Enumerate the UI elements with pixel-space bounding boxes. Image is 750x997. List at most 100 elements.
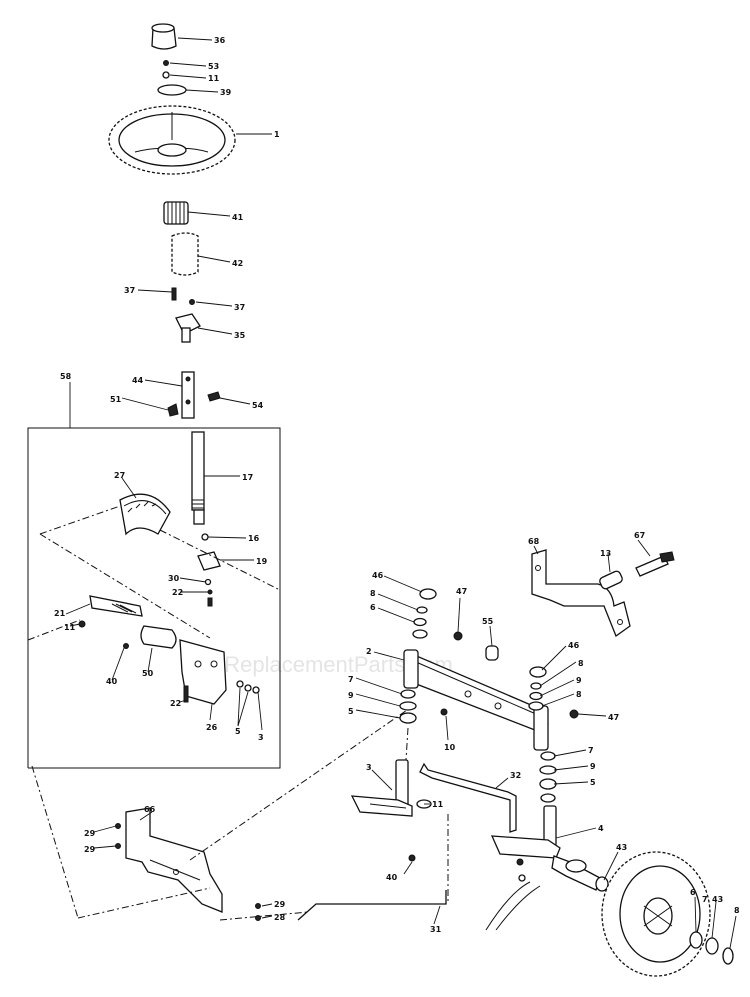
label-4: 4 <box>598 824 604 833</box>
label-58: 58 <box>60 372 72 381</box>
label-13: 13 <box>600 549 611 558</box>
label-53: 53 <box>208 62 219 71</box>
front-wheel-part <box>601 851 734 977</box>
steering-bracket-part <box>179 639 260 705</box>
label-10: 10 <box>444 743 456 752</box>
dash-line-c <box>159 529 281 591</box>
bolt-part <box>440 708 448 716</box>
label-19: 19 <box>256 557 268 566</box>
bolt-part <box>635 555 669 577</box>
label-27: 27 <box>114 471 125 480</box>
drag-link-part <box>297 890 447 921</box>
label-66: 66 <box>144 805 156 814</box>
dash-line-d <box>27 619 81 641</box>
label-7: 7 <box>702 895 708 904</box>
label-2: 2 <box>366 647 372 656</box>
label-26: 26 <box>206 723 218 732</box>
steering-adapter-part <box>171 287 201 343</box>
label-37: 37 <box>234 303 245 312</box>
nut-part <box>453 631 463 641</box>
label-6: 6 <box>690 888 696 897</box>
label-39: 39 <box>220 88 232 97</box>
nut-part <box>163 60 169 66</box>
label-42: 42 <box>232 259 243 268</box>
label-7: 7 <box>588 746 594 755</box>
washer-part <box>416 606 428 614</box>
front-axle-part <box>403 649 549 751</box>
steering-cap <box>151 23 177 50</box>
label-32: 32 <box>510 771 521 780</box>
spacer-part <box>599 570 623 590</box>
bolt-head-part <box>659 551 675 563</box>
rack-mount-part <box>78 595 177 649</box>
label-41: 41 <box>232 213 244 222</box>
label-8: 8 <box>370 589 376 598</box>
steering-box-frame-left <box>27 427 72 768</box>
steering-arm-line <box>485 881 531 931</box>
steering-arm-line <box>495 885 541 931</box>
label-40: 40 <box>386 873 398 882</box>
steering-shaft-sleeve <box>171 232 199 276</box>
washer-part <box>400 689 416 699</box>
spacer-part <box>485 645 499 661</box>
label-43: 43 <box>712 895 723 904</box>
left-spindle-part <box>350 759 432 862</box>
steering-column-shaft <box>167 371 221 419</box>
tie-rod-part <box>419 762 517 833</box>
bushing-part <box>399 712 417 724</box>
steering-wheel <box>108 105 236 175</box>
label-40: 40 <box>106 677 118 686</box>
label-8: 8 <box>734 906 740 915</box>
label-37: 37 <box>124 286 135 295</box>
label-21: 21 <box>54 609 66 618</box>
washer-large-part <box>157 84 187 96</box>
washer-part <box>399 701 417 711</box>
label-11: 11 <box>64 623 76 632</box>
sector-gear-part <box>119 493 171 536</box>
label-51: 51 <box>110 395 122 404</box>
label-17: 17 <box>242 473 253 482</box>
label-8: 8 <box>576 690 582 699</box>
washer-part <box>540 793 556 803</box>
nut-part <box>569 709 579 719</box>
label-5: 5 <box>235 727 241 736</box>
label-9: 9 <box>590 762 596 771</box>
cap-part <box>419 588 437 600</box>
washer-part <box>540 751 556 761</box>
label-29: 29 <box>274 900 286 909</box>
dash-line-g <box>189 707 411 861</box>
label-8: 8 <box>578 659 584 668</box>
label-7: 7 <box>348 675 354 684</box>
label-22: 22 <box>172 588 183 597</box>
bushing-part <box>412 629 428 639</box>
steering-gear-part <box>163 201 189 225</box>
label-50: 50 <box>142 669 154 678</box>
washer-part <box>529 691 543 701</box>
label-11: 11 <box>432 800 444 809</box>
dash-line-f <box>77 887 211 919</box>
label-9: 9 <box>348 691 354 700</box>
label-36: 36 <box>214 36 226 45</box>
washer-part <box>162 71 170 79</box>
label-3: 3 <box>258 733 264 742</box>
steering-box-frame-right <box>28 427 281 769</box>
label-47: 47 <box>456 587 467 596</box>
label-44: 44 <box>132 376 144 385</box>
label-31: 31 <box>430 925 442 934</box>
label-9: 9 <box>576 676 582 685</box>
bushing-part <box>528 701 544 711</box>
label-46: 46 <box>372 571 384 580</box>
label-28: 28 <box>274 913 286 922</box>
leader-lines <box>65 37 737 949</box>
label-5: 5 <box>590 778 596 787</box>
label-55: 55 <box>482 617 494 626</box>
label-30: 30 <box>168 574 180 583</box>
washer-part <box>530 682 542 690</box>
label-29: 29 <box>84 829 96 838</box>
label-5: 5 <box>348 707 354 716</box>
label-47: 47 <box>608 713 619 722</box>
label-16: 16 <box>248 534 260 543</box>
label-35: 35 <box>234 331 246 340</box>
label-22: 22 <box>170 699 181 708</box>
